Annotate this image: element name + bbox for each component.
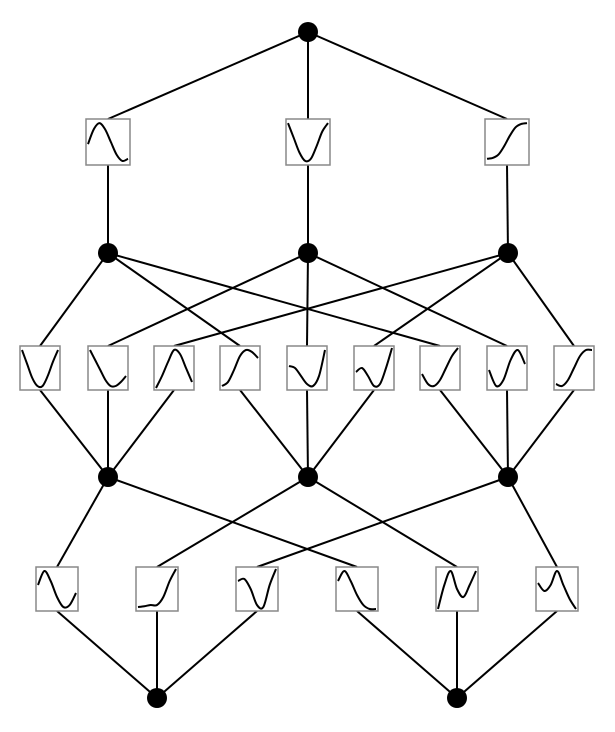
activation-box <box>85 118 131 166</box>
edge-out <box>56 610 158 699</box>
activation-curve <box>421 347 459 388</box>
neuron-node <box>98 243 118 263</box>
activation-box <box>19 345 61 391</box>
activation-curve <box>488 348 526 388</box>
activation-curve <box>337 569 377 611</box>
edge-in <box>107 252 441 347</box>
edge-out <box>506 389 509 478</box>
edge-in <box>107 252 241 347</box>
activation-curve <box>288 349 326 388</box>
edge-in <box>507 476 558 568</box>
activation-box <box>153 345 195 391</box>
neuron-node <box>298 243 318 263</box>
edge-out <box>239 389 309 478</box>
neuron-node <box>147 688 167 708</box>
edge-in <box>307 476 458 568</box>
edge-out <box>156 610 258 699</box>
activation-curve <box>537 569 577 610</box>
activation-curve <box>87 122 129 163</box>
neuron-node <box>298 467 318 487</box>
neuron-node <box>447 688 467 708</box>
activation-curve <box>287 122 329 163</box>
neuron-node <box>498 243 518 263</box>
edge-out <box>439 389 509 478</box>
edge-out <box>356 610 458 699</box>
edge-in <box>373 252 509 347</box>
neuron-node <box>98 467 118 487</box>
edge-out <box>39 389 109 478</box>
edge-out <box>307 389 375 478</box>
activation-curve <box>137 568 177 608</box>
edge-in <box>507 252 575 347</box>
edge-in <box>307 31 508 120</box>
activation-curve <box>555 348 593 388</box>
edge-in <box>56 476 109 568</box>
edge-out <box>456 610 558 699</box>
activation-curve <box>221 348 259 387</box>
activation-box <box>285 118 331 166</box>
activation-curve <box>21 349 59 389</box>
edge-in <box>107 252 309 347</box>
activation-curve <box>237 568 277 610</box>
neuron-node <box>498 467 518 487</box>
activation-curve <box>437 570 477 610</box>
edge-in <box>107 31 309 120</box>
activation-curve <box>155 348 193 389</box>
edge-out <box>306 389 309 478</box>
activation-curve <box>355 347 393 388</box>
activation-box <box>135 566 179 612</box>
activation-box <box>335 566 379 612</box>
activation-curve <box>37 570 77 609</box>
neuron-node <box>298 22 318 42</box>
edge-in <box>39 252 109 347</box>
activation-curve <box>486 122 528 160</box>
edge-in <box>306 252 309 347</box>
edge-out <box>506 164 509 254</box>
edge-out <box>507 389 575 478</box>
activation-curve <box>89 349 127 388</box>
edge-in <box>107 476 358 568</box>
edge-in <box>173 252 509 347</box>
edge-out <box>107 389 175 478</box>
edge-in <box>307 252 508 347</box>
